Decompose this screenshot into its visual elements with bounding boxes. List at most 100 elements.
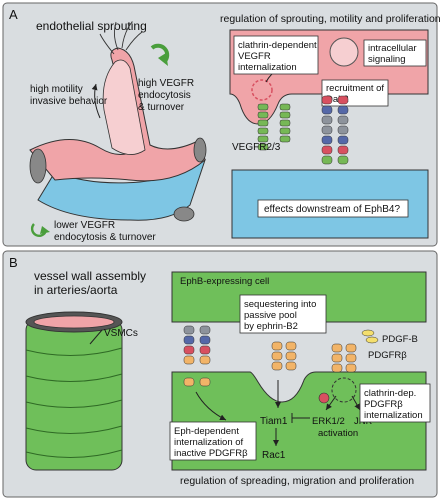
- motility-arrow: [91, 83, 101, 119]
- ephb4-ephrin-complex-1: [321, 95, 333, 165]
- panel-a-title: endothelial sprouting: [36, 19, 147, 33]
- receptor-domain: [321, 105, 333, 115]
- receptor-domain: [321, 95, 333, 105]
- clathrin-pit-b: [331, 377, 357, 403]
- panel-a-letter: A: [9, 7, 18, 22]
- lower-turnover-arrowhead: [40, 226, 50, 234]
- receptor-domain: [331, 363, 343, 373]
- eph-internalization-arrow: [195, 391, 227, 421]
- high-vegfr-line3: & turnover: [138, 102, 185, 113]
- tiam1-label: Tiam1: [260, 416, 288, 427]
- sequestering-line1: sequestering into: [244, 299, 316, 310]
- pdgfrb-receptor-active: [331, 343, 357, 373]
- receptor-domain: [183, 355, 195, 365]
- receptor-domain: [199, 335, 211, 345]
- sprouting-vessel-illustration: [29, 21, 207, 222]
- phosphorylation-marker: [318, 392, 330, 404]
- eph-internalization-box: [169, 421, 257, 461]
- artery-endothelium-ring: [33, 315, 115, 329]
- pdgf-b-monomer: [361, 329, 375, 337]
- receptor-domain: [337, 125, 349, 135]
- receptor-domain: [337, 145, 349, 155]
- eph-internalization-line3: inactive PDGFRβ: [174, 448, 248, 459]
- clathrin-vegfr-box: [233, 35, 319, 75]
- receptor-domain: [337, 155, 349, 165]
- receptor-domain: [271, 341, 283, 351]
- receptor-domain: [345, 343, 357, 353]
- vegfr-domain: [257, 119, 269, 127]
- panel-b-regulation-label: regulation of spreading, migration and p…: [180, 475, 414, 487]
- vegfr-domain: [279, 119, 291, 127]
- ephb4-ephrin-complex-2: [337, 95, 349, 165]
- clathrin-pdgfrb-line3: internalization: [364, 410, 423, 421]
- eph-internalization-line1: Eph-dependent: [174, 426, 239, 437]
- receptor-domain: [183, 335, 195, 345]
- receptor-domain: [285, 351, 297, 361]
- lower-vegfr-line1: lower VEGFR: [54, 220, 115, 231]
- pdgfrb-receptor-sequestered: [271, 341, 297, 371]
- vessel-opening-right: [193, 137, 207, 163]
- vegfr-domain: [279, 127, 291, 135]
- high-vegfr-line2: endocytosis: [138, 90, 191, 101]
- filopodia: [99, 21, 143, 55]
- clathrin-pdgfrb-line2: PDGFRβ: [364, 399, 403, 410]
- pink-vessel-segment: [29, 47, 206, 182]
- rac1-label: Rac1: [262, 450, 286, 461]
- eph-internalization-line2: internalization of: [174, 437, 244, 448]
- ephb4-effects-box: [257, 199, 409, 218]
- vsmc-wrapping-lines: [25, 347, 123, 458]
- erk-inhibition-line: [291, 413, 310, 423]
- receptor-domain: [337, 95, 349, 105]
- motility-label-line1: high motility: [30, 84, 83, 95]
- receptor-domain: [199, 325, 211, 335]
- panel-a-regulation-label: regulation of sprouting, motility and pr…: [220, 13, 440, 25]
- intracellular-signaling-box: [363, 39, 427, 67]
- intracellular-line2: signaling: [368, 54, 406, 65]
- light-pink-sprout: [102, 59, 146, 155]
- vessel-opening-left: [29, 148, 47, 184]
- receptor-domain: [321, 125, 333, 135]
- receptor-domain: [321, 145, 333, 155]
- vsmcs-label: VSMCs: [104, 328, 138, 339]
- vegfr-label: VEGFR2/3: [232, 142, 281, 153]
- sequestering-box: [239, 294, 327, 334]
- receptor-domain: [337, 135, 349, 145]
- vsmc-pointer: [89, 329, 103, 345]
- panel-b-title-line2: in arteries/aorta: [34, 283, 118, 297]
- sequestering-line3: by ephrin-B2: [244, 321, 298, 332]
- receptor-domain: [337, 105, 349, 115]
- ephb4-effects-label: effects downstream of EphB4?: [264, 204, 400, 215]
- receptor-domain: [331, 343, 343, 353]
- panel-b-letter: B: [9, 255, 18, 270]
- receptor-domain: [199, 345, 211, 355]
- vegfr-receptor-2: [279, 103, 291, 143]
- receptor-domain: [271, 361, 283, 371]
- vegfr-domain: [257, 111, 269, 119]
- clathrin-pdgfrb-box: [359, 383, 431, 423]
- high-vegfr-line1: high VEGFR: [138, 78, 194, 89]
- receptor-domain: [345, 353, 357, 363]
- clathrin-vegfr-line1: clathrin-dependent: [238, 40, 317, 51]
- lower-vegfr-line2: endocytosis & turnover: [54, 232, 156, 243]
- vegfr-domain: [257, 143, 269, 151]
- dab2-box: [321, 79, 389, 107]
- receptor-domain: [183, 325, 195, 335]
- vegfr-domain: [279, 103, 291, 111]
- receptor-domain: [337, 115, 349, 125]
- artery-cylinder-body: [25, 319, 123, 471]
- receptor-domain: [321, 155, 333, 165]
- motility-label-line2: invasive behavior: [30, 96, 108, 107]
- intracellular-line1: intracellular: [368, 43, 417, 54]
- eph-ephrin-complex-b: [183, 325, 211, 387]
- erk-arrow: [325, 395, 337, 411]
- vegfr-domain: [279, 111, 291, 119]
- clathrin-vegfr-line2: VEGFR: [238, 51, 271, 62]
- erk-label: ERK1/2: [312, 416, 345, 427]
- receptor-domain: [271, 351, 283, 361]
- sequestering-line2: passive pool: [244, 310, 297, 321]
- artery-wall-illustration: [25, 311, 123, 471]
- dab2-line1: recruitment of: [326, 83, 384, 94]
- vessel-opening-bottom: [173, 206, 195, 222]
- clathrin-coated-pit: [251, 79, 273, 101]
